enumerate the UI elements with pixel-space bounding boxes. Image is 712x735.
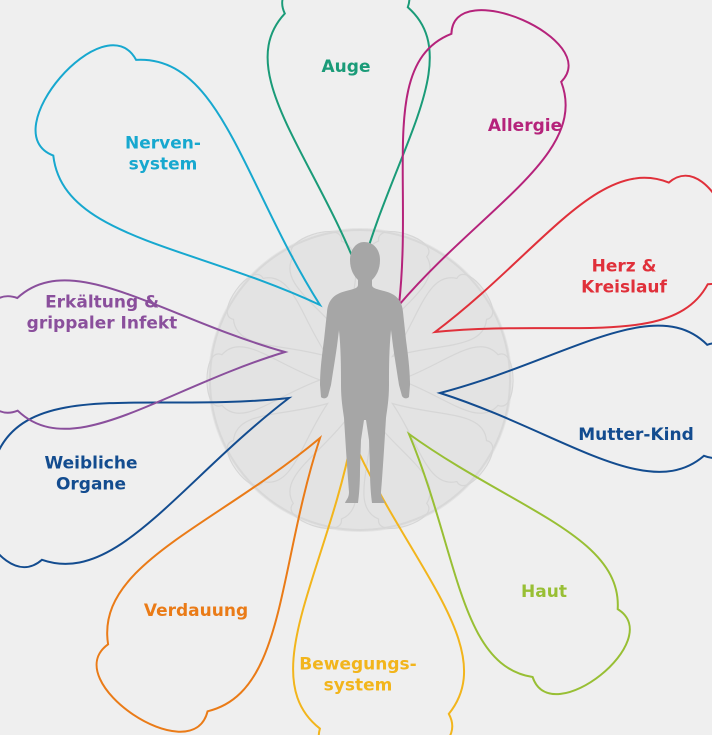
petal-outline-allergie — [397, 9, 570, 309]
petal-label-erkaeltung: Erkältung & — [45, 293, 159, 313]
petal-label-weibliche: Weibliche — [44, 454, 137, 474]
petal-outline-bewegung — [292, 434, 466, 735]
petal-label-mutter-kind: Mutter-Kind — [578, 425, 694, 445]
petal-outline-auge — [266, 0, 431, 280]
petal-verdauung: Verdauung — [95, 435, 323, 733]
petal-outline-erkaeltung — [0, 279, 289, 430]
petal-haut: Haut — [406, 431, 631, 696]
petal-outline-weibliche — [0, 396, 293, 569]
petal-allergie: Allergie — [397, 9, 570, 309]
petal-erkaeltung: Erkältung &grippaler Infekt — [0, 279, 289, 430]
petal-label-bewegung: Bewegungs- — [299, 655, 416, 675]
human-body-silhouette — [320, 242, 410, 503]
petal-outline-haut — [406, 431, 631, 696]
petal-label-allergie: Allergie — [488, 116, 562, 136]
petal-label-erkaeltung: grippaler Infekt — [27, 314, 178, 334]
petal-label-herz: Kreislauf — [581, 278, 667, 298]
petal-bewegung: Bewegungs-system — [292, 434, 466, 735]
petal-label-weibliche: Organe — [56, 475, 126, 495]
petal-outline-mutter-kind — [436, 324, 712, 473]
petal-label-bewegung: system — [324, 676, 393, 696]
petal-label-auge: Auge — [322, 57, 371, 77]
petal-label-verdauung: Verdauung — [144, 601, 248, 621]
petal-outline-nervensystem — [34, 44, 323, 308]
petal-label-herz: Herz & — [592, 257, 657, 277]
petal-label-nervensystem: Nerven- — [125, 134, 201, 154]
petal-label-haut: Haut — [521, 582, 567, 602]
petal-mutter-kind: Mutter-Kind — [436, 324, 712, 473]
petal-herz: Herz &Kreislauf — [431, 174, 712, 334]
petal-outline-herz — [431, 174, 712, 334]
petal-outline-verdauung — [95, 435, 323, 733]
petal-nervensystem: Nerven-system — [34, 44, 323, 308]
petal-label-nervensystem: system — [129, 155, 198, 175]
petal-auge: Auge — [266, 0, 431, 280]
